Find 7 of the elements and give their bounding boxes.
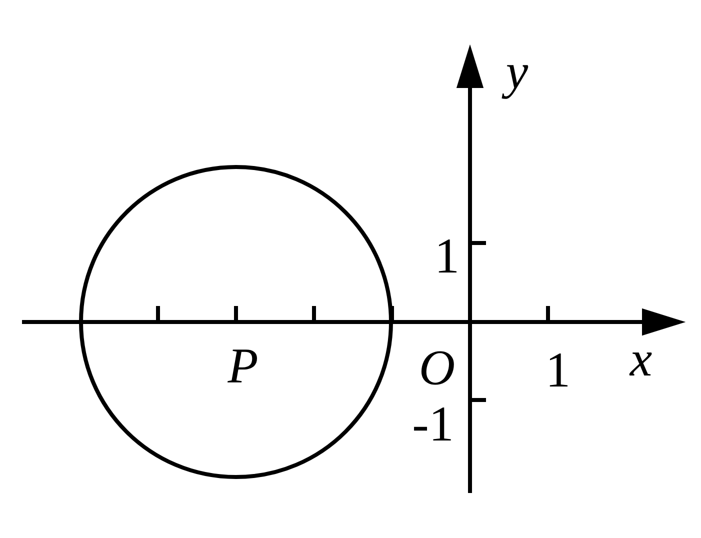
- point-label: P: [227, 350, 257, 382]
- origin-label: O: [421, 351, 454, 385]
- tick-label: 1: [550, 354, 568, 386]
- tick-label: 1: [438, 240, 456, 272]
- axis-label: x: [629, 352, 652, 376]
- tick-label: -1: [414, 408, 451, 440]
- axis-label: y: [502, 65, 528, 99]
